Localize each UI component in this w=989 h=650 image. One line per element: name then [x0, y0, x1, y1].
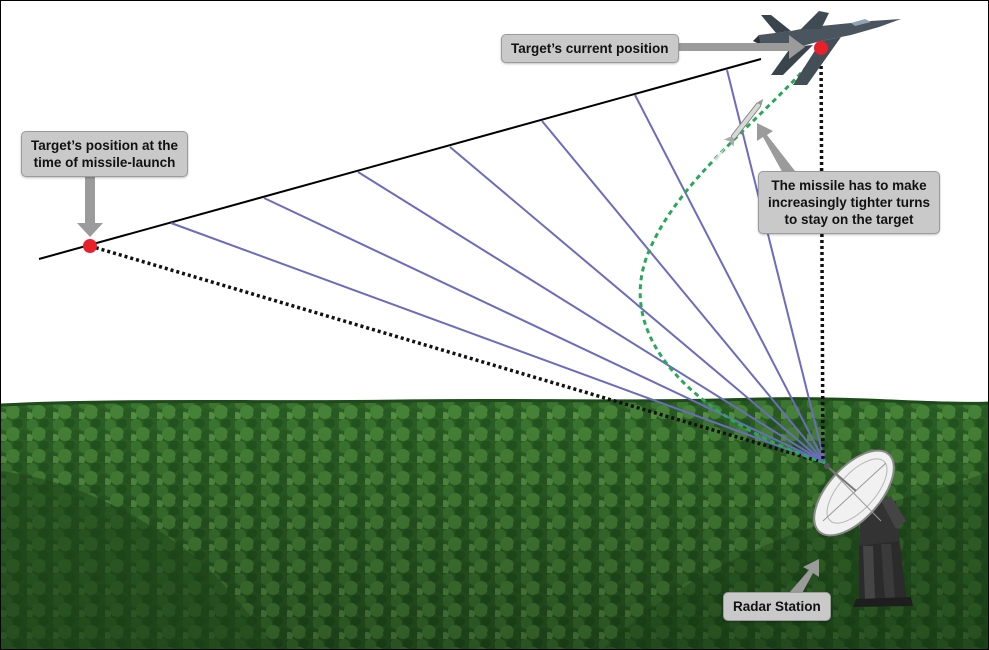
- current-position-marker: [814, 41, 828, 55]
- current-position-callout: Target’s current position: [501, 34, 679, 63]
- radar-station-callout: Radar Station: [723, 592, 831, 621]
- launch-callout-arrow: [77, 173, 103, 237]
- radar-beam-lines: [170, 69, 826, 464]
- missile-turns-callout: The missile has to make increasingly tig…: [758, 171, 941, 234]
- launch-position-label-line-1: Target’s position at the: [31, 138, 179, 153]
- forest-hills: [1, 397, 988, 649]
- missile-icon: [713, 98, 764, 162]
- launch-position-label-line-2: time of missile-launch: [33, 155, 176, 170]
- missile-turns-label-line-2: increasingly tighter turns: [768, 195, 931, 210]
- missile-turns-label-line-1: The missile has to make: [771, 178, 927, 193]
- missile-path: [638, 52, 826, 465]
- missile-callout-arrow: [757, 123, 795, 177]
- callout-arrows: [77, 35, 819, 599]
- launch-position-marker: [83, 239, 97, 253]
- radar-callout-arrow: [789, 559, 819, 599]
- current-position-label: Target’s current position: [511, 41, 669, 56]
- target-flight-path: [38, 58, 762, 260]
- launch-line-of-sight: [89, 244, 826, 465]
- radar-station-label: Radar Station: [733, 599, 821, 614]
- launch-position-callout: Target’s position at the time of missile…: [21, 131, 189, 177]
- current-callout-arrow: [677, 35, 805, 59]
- missile-turns-label-line-3: to stay on the target: [784, 212, 914, 227]
- radar-dish-icon: [813, 449, 913, 607]
